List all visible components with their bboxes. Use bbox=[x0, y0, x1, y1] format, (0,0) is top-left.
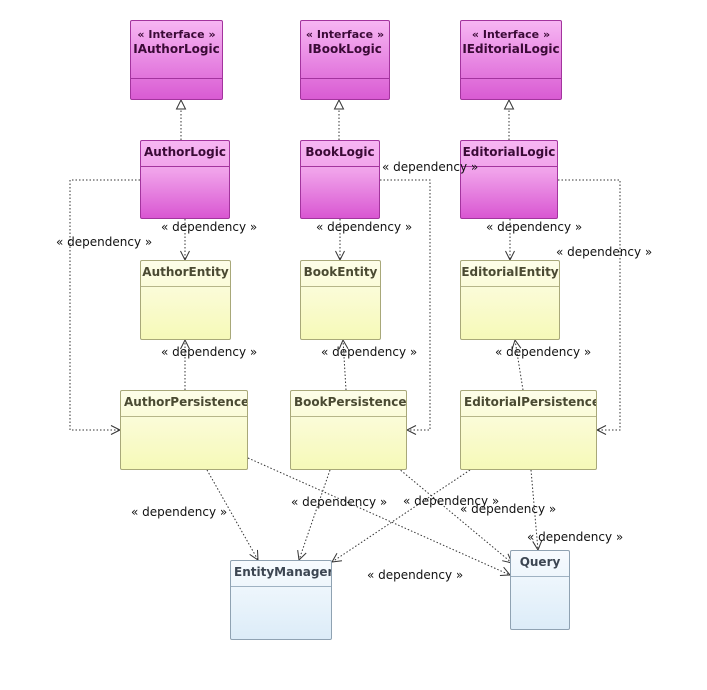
class-name: EditorialLogic bbox=[462, 145, 556, 159]
stereotype-label: « Interface » bbox=[471, 28, 551, 41]
class-name: AuthorEntity bbox=[142, 265, 229, 279]
class-header: AuthorPersistence bbox=[121, 391, 247, 417]
ibooklogic-interface[interactable]: « Interface » IBookLogic bbox=[300, 20, 390, 100]
class-header: « Interface » IAuthorLogic bbox=[131, 21, 222, 79]
editoriallogic-class[interactable]: EditorialLogic bbox=[460, 140, 558, 219]
edge-label-editoriallogic-editorialentity: « dependency » bbox=[486, 220, 583, 234]
edge-label-editorialpersistence-query: « dependency » bbox=[527, 530, 624, 544]
iauthorlogic-interface[interactable]: « Interface » IAuthorLogic bbox=[130, 20, 223, 100]
edge-e9 bbox=[558, 179, 621, 435]
edge-label-booklogic-bookpersistence: « dependency » bbox=[382, 160, 479, 174]
class-header: « Interface » IEditorialLogic bbox=[461, 21, 561, 79]
class-name: IBookLogic bbox=[308, 42, 382, 56]
class-name: EntityManager bbox=[234, 565, 332, 579]
edge-e12 bbox=[511, 338, 524, 391]
class-header: AuthorEntity bbox=[141, 261, 230, 287]
class-name: IEditorialLogic bbox=[462, 42, 560, 56]
editorialpersistence-class[interactable]: EditorialPersistence bbox=[460, 390, 597, 470]
edge-e3 bbox=[503, 98, 515, 140]
stereotype-label: « Interface » bbox=[137, 28, 216, 41]
authorentity-class[interactable]: AuthorEntity bbox=[140, 260, 231, 340]
class-header: EditorialPersistence bbox=[461, 391, 596, 417]
edge-label-editorialpersistence-editorialentity: « dependency » bbox=[495, 345, 592, 359]
bookentity-class[interactable]: BookEntity bbox=[300, 260, 381, 340]
class-name: IAuthorLogic bbox=[133, 42, 220, 56]
edge-label-authorlogic-authorentity: « dependency » bbox=[161, 220, 258, 234]
edge-label-bookpersistence-bookentity: « dependency » bbox=[321, 345, 418, 359]
ieditoriallogic-interface[interactable]: « Interface » IEditorialLogic bbox=[460, 20, 562, 100]
open-arrowhead bbox=[338, 338, 349, 350]
class-name: EditorialPersistence bbox=[464, 395, 597, 409]
class-header: BookEntity bbox=[301, 261, 380, 287]
class-name: AuthorPersistence bbox=[124, 395, 248, 409]
edge-e1 bbox=[175, 98, 187, 140]
class-header: EditorialLogic bbox=[461, 141, 557, 167]
triangle-arrowhead bbox=[175, 98, 187, 110]
triangle-arrowhead bbox=[333, 98, 345, 110]
class-header: « Interface » IBookLogic bbox=[301, 21, 389, 79]
open-arrowhead bbox=[297, 549, 307, 562]
class-header: AuthorLogic bbox=[141, 141, 229, 167]
edge-label-authorpersistence-query: « dependency » bbox=[367, 568, 464, 582]
edge-e16 bbox=[247, 457, 512, 576]
edge-label-booklogic-bookentity: « dependency » bbox=[316, 220, 413, 234]
class-header: BookPersistence bbox=[291, 391, 406, 417]
class-name: EditorialEntity bbox=[461, 265, 559, 279]
edge-label-editorialpersistence-entitymanager: « dependency » bbox=[403, 494, 500, 508]
edge-label-editoriallogic-editorialpersistence: « dependency » bbox=[556, 245, 653, 259]
edge-label-bookpersistence-entitymanager: « dependency » bbox=[291, 495, 388, 509]
class-header: BookLogic bbox=[301, 141, 379, 167]
class-name: AuthorLogic bbox=[144, 145, 226, 159]
edge-e11 bbox=[338, 338, 349, 391]
edge-e14 bbox=[297, 469, 331, 562]
open-arrowhead bbox=[405, 425, 417, 435]
authorlogic-class[interactable]: AuthorLogic bbox=[140, 140, 230, 219]
edge-e8 bbox=[380, 179, 431, 435]
class-name: BookEntity bbox=[303, 265, 378, 279]
class-header: Query bbox=[511, 551, 569, 577]
open-arrowhead bbox=[595, 425, 607, 435]
edge-label-authorpersistence-authorentity: « dependency » bbox=[161, 345, 258, 359]
booklogic-class[interactable]: BookLogic bbox=[300, 140, 380, 219]
class-name: Query bbox=[519, 555, 561, 569]
editorialentity-class[interactable]: EditorialEntity bbox=[460, 260, 560, 340]
edge-label-bookpersistence-query: « dependency » bbox=[460, 502, 557, 516]
class-header: EditorialEntity bbox=[461, 261, 559, 287]
edge-e2 bbox=[333, 98, 345, 140]
class-header: EntityManager bbox=[231, 561, 331, 587]
authorpersistence-class[interactable]: AuthorPersistence bbox=[120, 390, 248, 470]
edge-e10 bbox=[180, 338, 190, 390]
entitymanager-class[interactable]: EntityManager bbox=[230, 560, 332, 640]
triangle-arrowhead bbox=[503, 98, 515, 110]
edge-e15 bbox=[331, 469, 471, 563]
class-name: BookLogic bbox=[305, 145, 375, 159]
class-name: BookPersistence bbox=[294, 395, 407, 409]
query-class[interactable]: Query bbox=[510, 550, 570, 630]
open-arrowhead bbox=[180, 338, 190, 350]
edge-label-authorpersistence-entitymanager: « dependency » bbox=[131, 505, 228, 519]
open-arrowhead bbox=[511, 338, 522, 350]
stereotype-label: « Interface » bbox=[305, 28, 385, 41]
open-arrowhead bbox=[331, 553, 343, 563]
bookpersistence-class[interactable]: BookPersistence bbox=[290, 390, 407, 470]
edge-label-authorlogic-authorpersistence: « dependency » bbox=[56, 235, 153, 249]
